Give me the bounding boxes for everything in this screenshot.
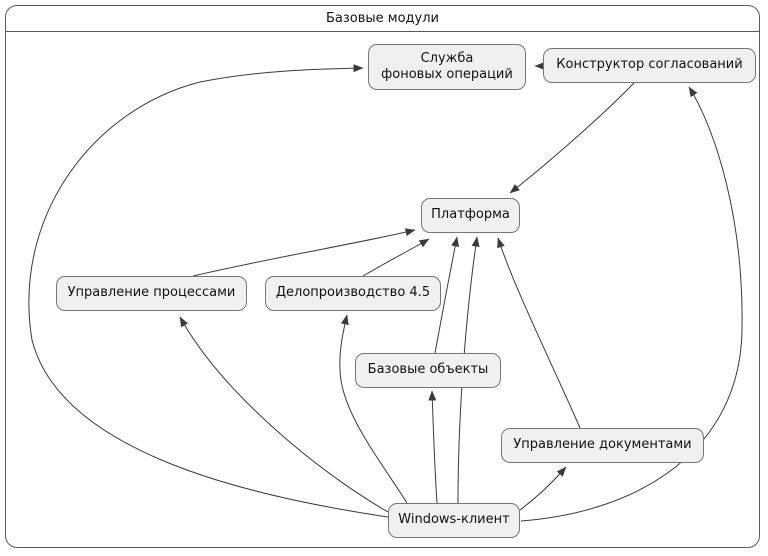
node-process-management: Управление процессами — [56, 276, 247, 311]
node-label-windows-client: Windows-клиент — [398, 512, 510, 528]
diagram-title-bar: Базовые модули — [6, 6, 759, 32]
node-label-process-management: Управление процессами — [67, 285, 236, 301]
node-label-platform: Платформа — [431, 207, 510, 223]
node-windows-client: Windows-клиент — [388, 503, 520, 538]
node-label-background-operations-service: Служба фоновых операций — [381, 50, 513, 82]
node-label-base-objects: Базовые объекты — [367, 362, 489, 378]
node-label-approval-constructor: Конструктор согласований — [556, 57, 743, 73]
node-platform: Платформа — [421, 198, 520, 233]
diagram-title: Базовые модули — [325, 11, 439, 26]
node-label-document-management: Управление документами — [513, 437, 692, 453]
node-label-docflow-45: Делопроизводство 4.5 — [275, 285, 431, 301]
node-document-management: Управление документами — [501, 428, 704, 463]
node-base-objects: Базовые объекты — [355, 353, 501, 388]
node-approval-constructor: Конструктор согласований — [543, 48, 756, 83]
node-background-operations-service: Служба фоновых операций — [368, 44, 526, 90]
node-docflow-45: Делопроизводство 4.5 — [265, 276, 441, 311]
